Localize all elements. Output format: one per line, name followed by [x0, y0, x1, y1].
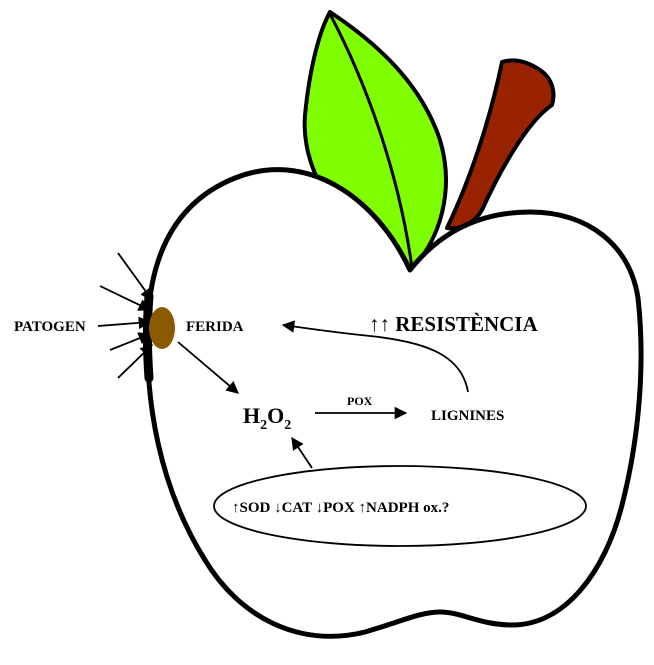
label-patogen: PATOGEN: [14, 319, 86, 335]
label-lignines: LIGNINES: [431, 408, 504, 424]
label-pox: POX: [347, 394, 373, 408]
label-enzymes: ↑SOD ↓CAT ↓POX ↑NADPH ox.?: [232, 500, 449, 516]
apple-body: [147, 170, 641, 637]
wound-spot: [149, 307, 175, 349]
apple-stem: [447, 60, 554, 228]
pathogen-arrow-2: [100, 286, 150, 310]
pathogen-arrow-1: [118, 253, 152, 300]
label-resistencia: ↑↑ RESISTÈNCIA: [369, 312, 538, 336]
pathogen-arrow-3: [98, 322, 150, 326]
label-ferida: FERIDA: [186, 319, 244, 335]
